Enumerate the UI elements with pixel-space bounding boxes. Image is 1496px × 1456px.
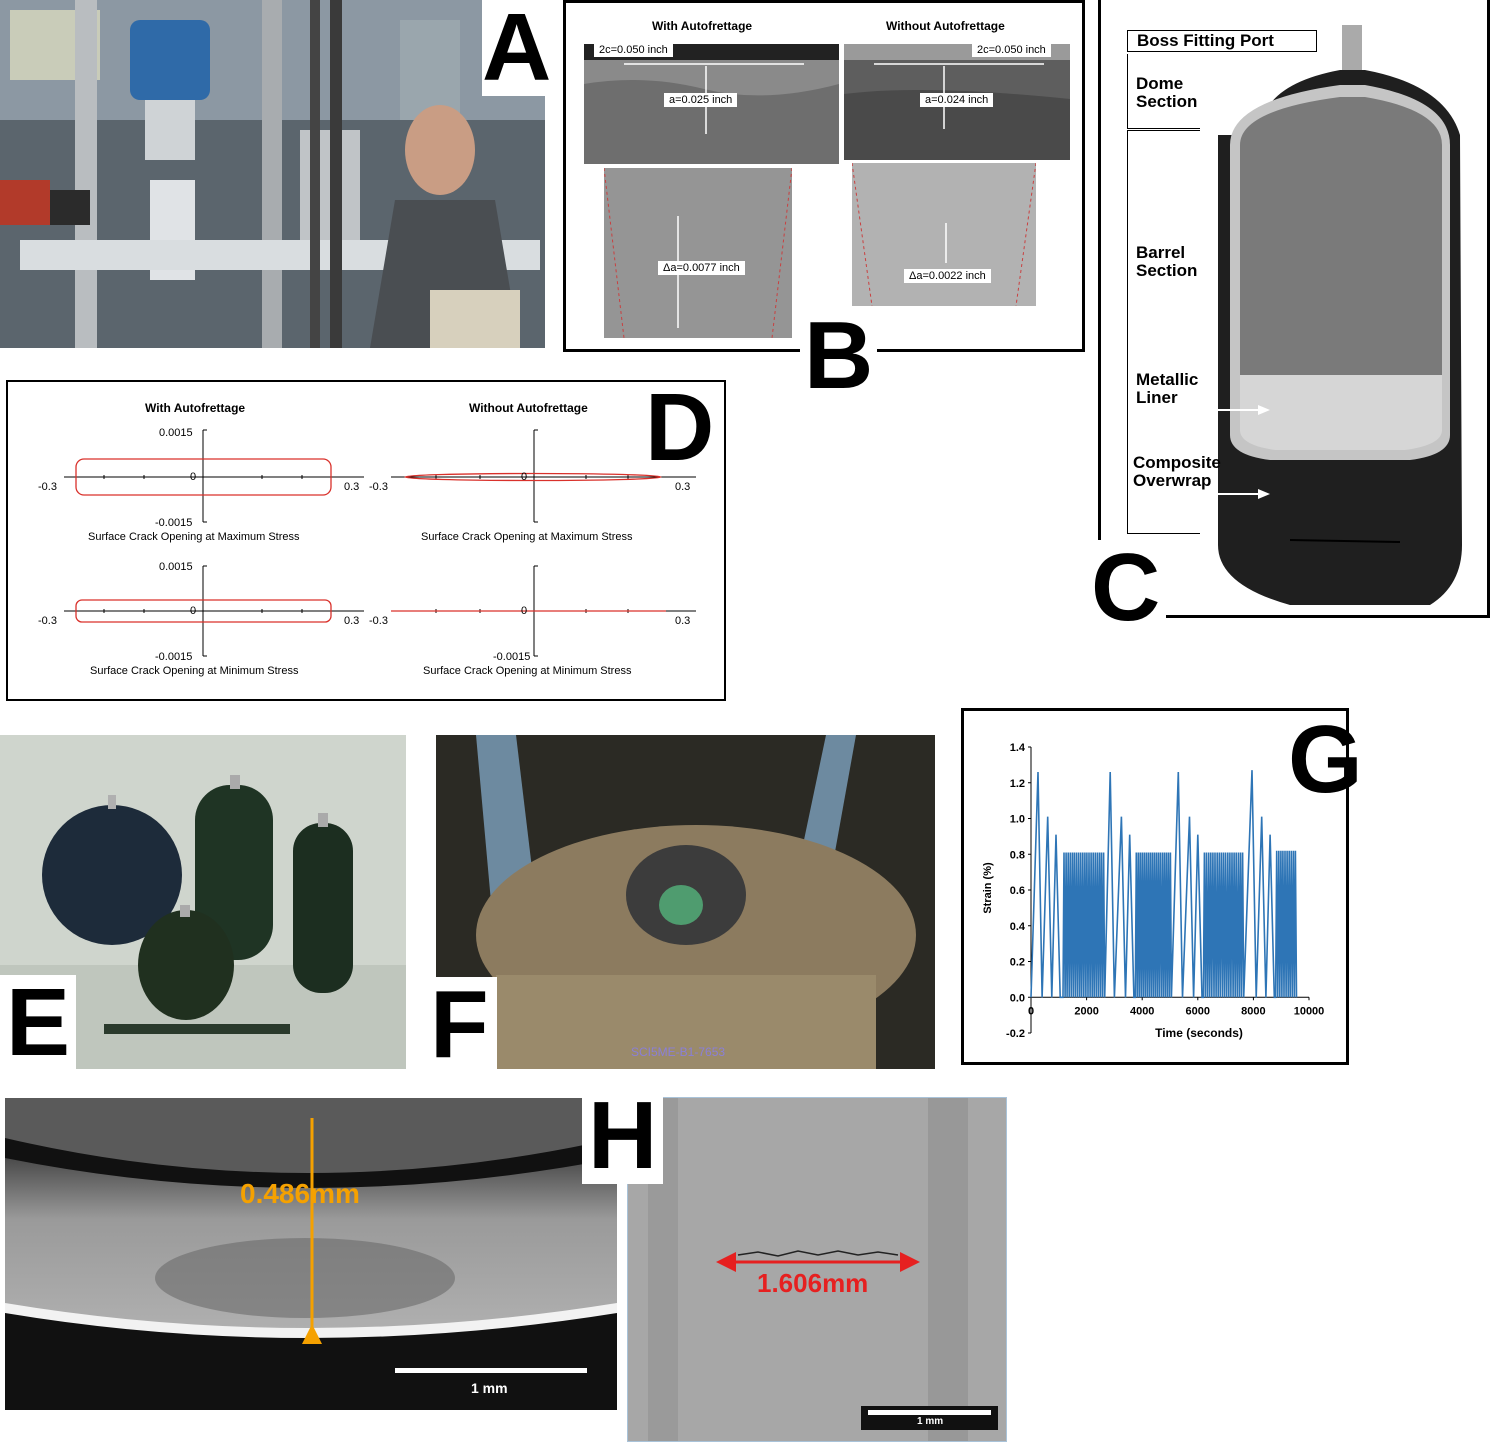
sem-right-top — [844, 44, 1070, 160]
d-bl-caption: Surface Crack Opening at Minimum Stress — [90, 665, 299, 677]
d-bl-ytop: 0.0015 — [159, 561, 193, 573]
panel-h-right-image: 1.606mm 1 mm — [627, 1097, 1007, 1442]
d-bl-ybottom: -0.0015 — [155, 651, 193, 663]
x-axis-label: Time (seconds) — [1155, 1026, 1243, 1040]
d-bl-xleft: -0.3 — [38, 615, 57, 627]
liner-arrow — [1190, 405, 1270, 415]
h-left-measurement: 0.486mm — [240, 1178, 360, 1209]
right-2c-label: 2c=0.050 inch — [972, 43, 1051, 57]
strain-time-chart: -0.2 0.0 0.2 0.4 0.6 0.8 1.0 1.2 1.4 0 2000 4000 600… — [982, 742, 1324, 1040]
panel-c-frame — [1098, 0, 1490, 618]
d-tr-xright: 0.3 — [675, 481, 691, 493]
panel-h-left-image: 0.486mm 1 mm — [5, 1098, 617, 1410]
panel-c-letter: C — [1085, 540, 1167, 636]
d-br-caption: Surface Crack Opening at Minimum Stress — [423, 665, 632, 677]
d-tl-caption: Surface Crack Opening at Maximum Stress — [88, 531, 300, 543]
d-tr-xleft: -0.3 — [369, 481, 388, 493]
f-watermark: SCI5ME-B1-7653 — [631, 1045, 726, 1059]
y-axis-label: Strain (%) — [982, 862, 994, 914]
boss-label-box — [1127, 30, 1317, 52]
x-tick-label: 2000 — [1074, 1005, 1098, 1017]
dome-label-2: Section — [1136, 92, 1198, 111]
barrel-label-2: Section — [1136, 261, 1198, 280]
left-a-label: a=0.025 inch — [664, 93, 738, 107]
h-left-scale-label: 1 mm — [471, 1380, 508, 1396]
d-tl-ytop: 0.0015 — [159, 427, 193, 439]
barrel-label-1: Barrel — [1136, 243, 1186, 262]
panel-g-letter: G — [1288, 706, 1363, 813]
x-tick-label: 0 — [1028, 1005, 1034, 1017]
y-tick-label: 1.2 — [1010, 778, 1025, 790]
panel-h-letter: H — [582, 1088, 664, 1184]
d-br-xleft: -0.3 — [369, 615, 388, 627]
crack-profile-max-with — [75, 458, 332, 496]
right-a-label: a=0.024 inch — [920, 93, 994, 107]
dome-bracket — [1127, 54, 1200, 129]
crack-profile-max-without — [404, 472, 662, 482]
d-tl-xleft: -0.3 — [38, 481, 57, 493]
overwrap-label-2: Overwrap — [1133, 471, 1212, 490]
d-tl-ybottom: -0.0015 — [155, 517, 193, 529]
panel-f-letter: F — [422, 977, 497, 1073]
strain-series — [1030, 770, 1298, 999]
liner-label-2: Liner — [1136, 388, 1178, 407]
panel-b-letter: B — [800, 308, 878, 404]
d-tl-xright: 0.3 — [344, 481, 360, 493]
y-tick-label: 0.2 — [1010, 957, 1025, 969]
d-br-ybottom: -0.0015 — [493, 651, 531, 663]
panel-d-right-title: Without Autofrettage — [469, 401, 588, 415]
test-rig-illustration — [0, 0, 545, 348]
d-br-xright: 0.3 — [675, 615, 691, 627]
x-tick-label: 8000 — [1241, 1005, 1265, 1017]
overwrap-arrow — [1190, 489, 1270, 499]
chart-tick-labels: -0.2 0.0 0.2 0.4 0.6 0.8 1.0 1.2 1.4 0 2000 4000 600… — [1006, 742, 1324, 1040]
y-tick-label: 0.6 — [1010, 885, 1025, 897]
barrel-bracket — [1127, 130, 1200, 534]
sem-right-zoom — [851, 162, 1037, 307]
strain-line — [1030, 770, 1298, 999]
boss-fitting-label: Boss Fitting Port — [1137, 31, 1274, 50]
x-tick-label: 10000 — [1294, 1005, 1325, 1017]
h-right-measurement: 1.606mm — [757, 1268, 869, 1298]
x-tick-label: 6000 — [1186, 1005, 1210, 1017]
y-tick-label: 0.8 — [1010, 849, 1025, 861]
d-br-zero: 0 — [521, 605, 528, 617]
h-right-scale-label: 1 mm — [917, 1416, 944, 1427]
tank-cutaway — [1218, 25, 1462, 605]
panel-d-frame — [6, 380, 726, 701]
sem-left-zoom — [603, 167, 793, 339]
d-tr-caption: Surface Crack Opening at Maximum Stress — [421, 531, 633, 543]
d-tl-zero: 0 — [190, 471, 197, 483]
right-da-label: Δa=0.0022 inch — [904, 269, 991, 283]
y-tick-label: 1.4 — [1010, 742, 1026, 754]
panel-f-photo: SCI5ME-B1-7653 — [436, 735, 935, 1069]
y-tick-label: 0.4 — [1010, 921, 1026, 933]
left-2c-label: 2c=0.050 inch — [594, 43, 673, 57]
panel-b-left-title: With Autofrettage — [652, 19, 753, 33]
y-tick-label: 0.0 — [1010, 992, 1025, 1004]
panel-b-frame: With Autofrettage Without Autofrettage 2… — [563, 0, 1085, 352]
panel-d-left-title: With Autofrettage — [145, 401, 246, 415]
x-tick-label: 4000 — [1130, 1005, 1154, 1017]
d-bl-xright: 0.3 — [344, 615, 360, 627]
d-tr-zero: 0 — [521, 471, 528, 483]
overwrap-label-1: Composite — [1133, 453, 1221, 472]
liner-label-1: Metallic — [1136, 370, 1199, 389]
y-tick-label: 1.0 — [1010, 814, 1025, 826]
crack-profile-min-with — [75, 599, 332, 623]
panel-e-letter: E — [0, 975, 77, 1071]
d-bl-zero: 0 — [190, 605, 197, 617]
panel-a-photo — [0, 0, 545, 348]
panel-d-letter: D — [645, 374, 715, 481]
left-da-label: Δa=0.0077 inch — [658, 261, 745, 275]
panel-a-letter: A — [482, 0, 552, 101]
dome-label-1: Dome — [1136, 74, 1184, 93]
burst-debris-illustration — [436, 735, 935, 1069]
crack-opening-plots — [64, 429, 696, 657]
y-tick-label: -0.2 — [1006, 1028, 1025, 1040]
panel-b-right-title: Without Autofrettage — [886, 19, 1005, 33]
